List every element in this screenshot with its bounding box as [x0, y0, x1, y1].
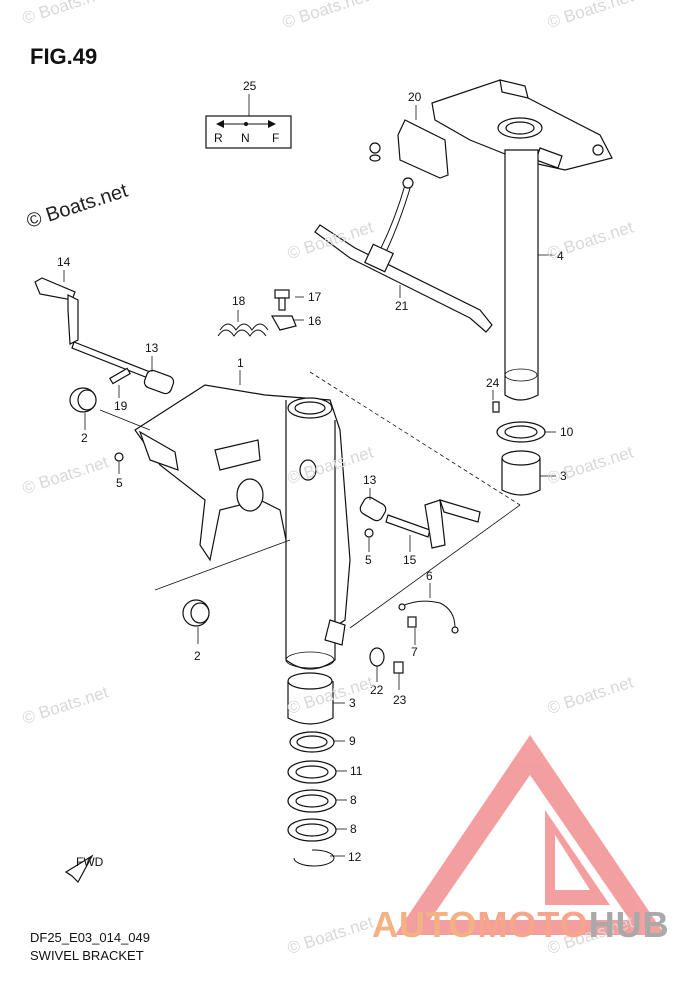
circlip-12 — [293, 849, 335, 867]
shift-label-plate: R N F — [205, 94, 292, 149]
bushing-13-left — [143, 369, 175, 395]
callout-numbers: 25 20 4 21 14 18 17 16 13 1 19 2 5 24 10… — [57, 79, 574, 864]
callout-5-left: 5 — [116, 476, 123, 490]
callout-22: 22 — [370, 683, 384, 697]
callout-14: 14 — [57, 255, 71, 269]
automotohub-brand: AUTOMOTOHUB — [372, 904, 670, 946]
ground-wire-6 — [401, 600, 456, 629]
brand-auto: AUTO — [372, 904, 478, 945]
callout-13-right: 13 — [363, 473, 377, 487]
automotohub-logo — [395, 735, 665, 935]
label-n: N — [241, 131, 250, 145]
callout-21: 21 — [395, 299, 409, 313]
washer-11 — [287, 760, 337, 784]
callout-8-upper: 8 — [350, 793, 357, 807]
callout-10: 10 — [560, 425, 574, 439]
bushing-2-lower — [182, 599, 210, 627]
label-r: R — [214, 131, 223, 145]
bushing-2-upper — [69, 387, 97, 413]
callout-18: 18 — [232, 294, 246, 308]
drawing-code: DF25_E03_014_049 — [30, 930, 150, 945]
washer-8-lower — [287, 818, 337, 842]
callout-6: 6 — [426, 569, 433, 583]
callout-9: 9 — [349, 734, 356, 748]
tiller-bar — [314, 177, 493, 333]
callout-3-lower: 3 — [349, 696, 356, 710]
bolt-7 — [407, 616, 417, 628]
bolt-5-left — [114, 452, 124, 462]
spring-18 — [217, 323, 269, 337]
washer-10 — [496, 421, 546, 443]
bushing-22 — [369, 647, 385, 667]
callout-23: 23 — [393, 693, 407, 707]
callout-25: 25 — [243, 79, 257, 93]
tilt-lock-lever — [34, 270, 151, 379]
tilt-lever-15 — [385, 499, 481, 549]
callout-7: 7 — [411, 645, 418, 659]
brand-hub: HUB — [588, 904, 670, 945]
callout-12: 12 — [348, 850, 362, 864]
figure-title: FIG.49 — [30, 44, 98, 69]
pin-19 — [109, 367, 131, 385]
bolt-17 — [274, 289, 290, 311]
bushing-3-upper — [501, 450, 541, 496]
clip-16 — [270, 315, 297, 331]
fwd-arrow-icon: FWD — [64, 854, 104, 883]
callout-11: 11 — [350, 764, 363, 778]
callout-1: 1 — [237, 356, 244, 370]
fwd-label: FWD — [76, 855, 104, 869]
key-24 — [492, 401, 500, 413]
brand-moto: MOTO — [477, 904, 589, 945]
bolt-23 — [393, 661, 404, 674]
callout-16: 16 — [308, 314, 322, 328]
callout-20: 20 — [408, 90, 422, 104]
callout-19: 19 — [114, 399, 128, 413]
bushing-3-lower — [287, 672, 334, 725]
callout-2-upper: 2 — [81, 431, 88, 445]
steering-bracket — [369, 79, 613, 179]
callout-13-left: 13 — [145, 341, 159, 355]
callout-5-right: 5 — [365, 553, 372, 567]
label-f: F — [272, 131, 279, 145]
washer-8-upper — [287, 789, 337, 813]
figure-caption: SWIVEL BRACKET — [30, 948, 144, 963]
callout-3-upper: 3 — [560, 469, 567, 483]
bushing-13-right — [359, 496, 387, 522]
leader-lines — [84, 105, 556, 857]
washer-9 — [289, 731, 335, 753]
callout-8-lower: 8 — [350, 822, 357, 836]
steering-shaft — [504, 149, 555, 401]
callout-2-lower: 2 — [194, 649, 201, 663]
swivel-bracket-body — [134, 384, 351, 670]
callout-15: 15 — [403, 553, 417, 567]
bolt-5-right — [364, 528, 374, 538]
callout-17: 17 — [308, 290, 322, 304]
callout-24: 24 — [486, 376, 500, 390]
callout-4: 4 — [557, 249, 564, 263]
